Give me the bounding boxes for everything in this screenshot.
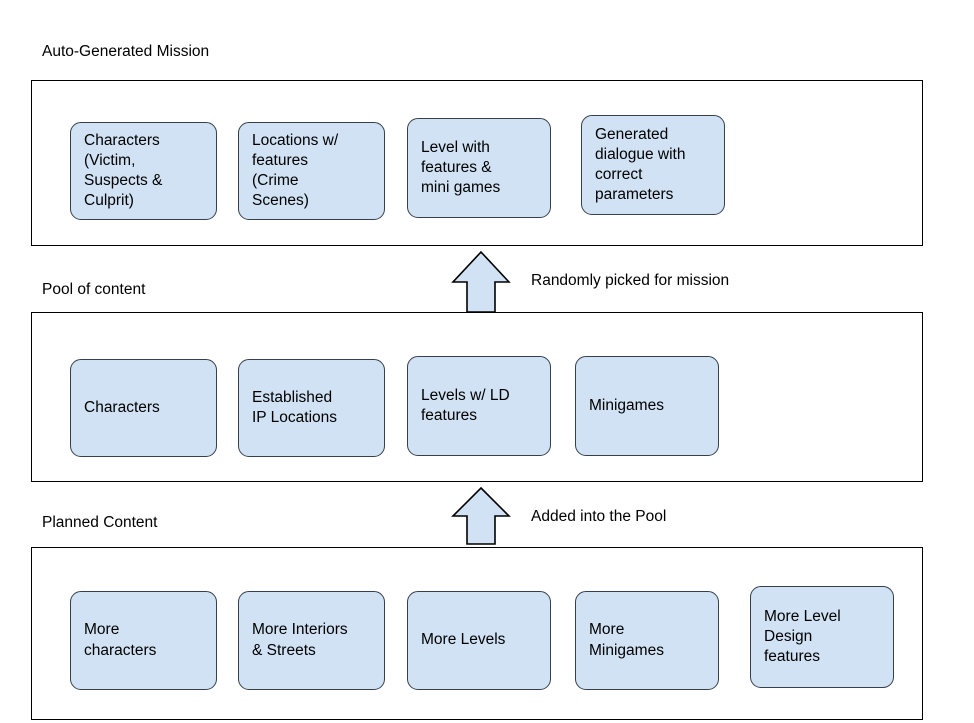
node-more-minigames[interactable]: More Minigames xyxy=(575,591,719,690)
node-label: More Minigames xyxy=(589,621,664,659)
node-more-characters[interactable]: More characters xyxy=(70,591,217,690)
node-locations-with-features[interactable]: Locations w/ features (Crime Scenes) xyxy=(238,122,385,220)
node-label: Minigames xyxy=(589,396,664,414)
node-more-interiors-streets[interactable]: More Interiors & Streets xyxy=(238,591,385,690)
node-label: Characters xyxy=(84,398,160,416)
flow-label-added-into-the-pool: Added into the Pool xyxy=(531,508,667,525)
node-label: Level with features & mini games xyxy=(421,138,501,197)
node-generated-dialogue[interactable]: Generated dialogue with correct paramete… xyxy=(581,115,725,215)
node-minigames[interactable]: Minigames xyxy=(575,356,719,456)
flow-arrow-added-into-the-pool xyxy=(450,486,512,546)
section-label-pool-of-content: Pool of content xyxy=(42,281,146,298)
node-label: Locations w/ features (Crime Scenes) xyxy=(252,131,339,210)
node-characters[interactable]: Characters xyxy=(70,359,217,457)
node-level-with-features-minigames[interactable]: Level with features & mini games xyxy=(407,118,551,218)
node-label: More Levels xyxy=(421,631,506,649)
node-more-level-design-features[interactable]: More Level Design features xyxy=(750,586,894,688)
section-label-planned-content: Planned Content xyxy=(42,514,158,531)
node-label: Established IP Locations xyxy=(252,388,338,426)
node-label: More Level Design features xyxy=(764,607,841,666)
node-more-levels[interactable]: More Levels xyxy=(407,591,551,690)
flow-arrow-randomly-picked-for-mission xyxy=(450,250,512,314)
node-label: More Interiors & Streets xyxy=(252,621,348,659)
section-label-auto-generated-mission: Auto-Generated Mission xyxy=(42,43,210,60)
node-established-ip-locations[interactable]: Established IP Locations xyxy=(238,359,385,457)
node-label: Levels w/ LD features xyxy=(421,386,510,424)
node-label: Characters (Victim, Suspects & Culprit) xyxy=(84,131,163,210)
node-label: Generated dialogue with correct paramete… xyxy=(595,125,686,204)
node-characters-victim-suspects-culprit[interactable]: Characters (Victim, Suspects & Culprit) xyxy=(70,122,217,220)
node-label: More characters xyxy=(84,621,157,659)
flow-label-randomly-picked-for-mission: Randomly picked for mission xyxy=(531,272,730,289)
node-levels-with-ld-features[interactable]: Levels w/ LD features xyxy=(407,356,551,456)
